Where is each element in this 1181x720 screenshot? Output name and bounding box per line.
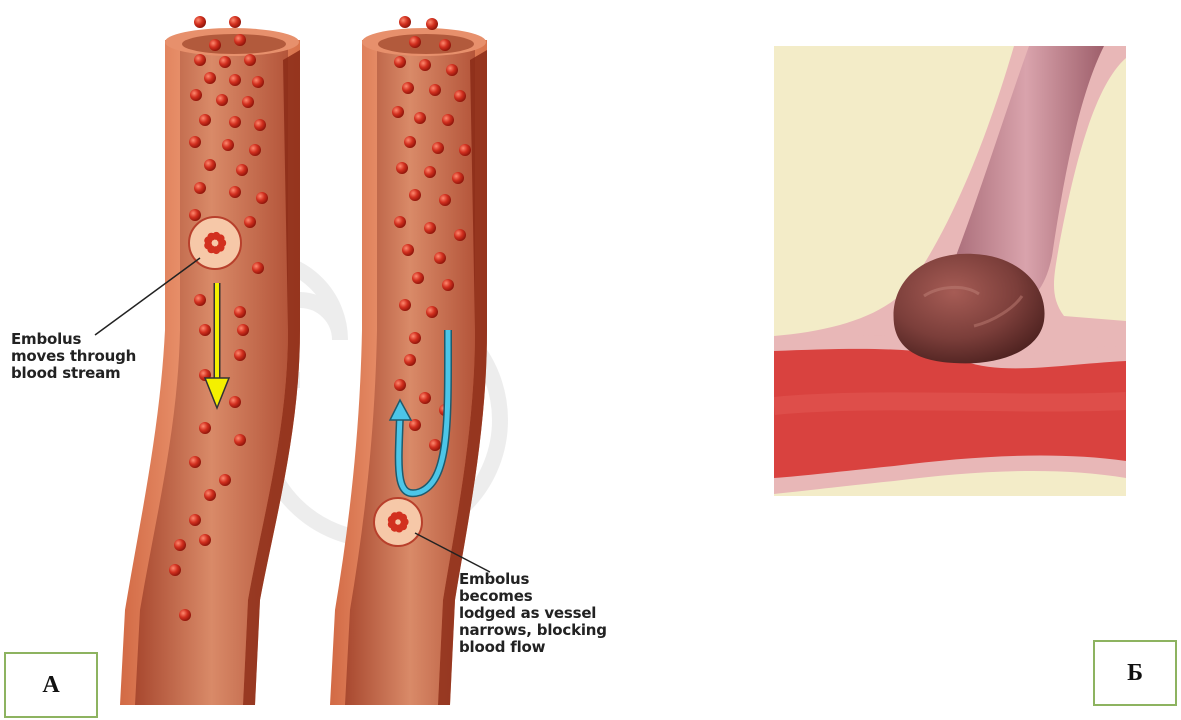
- blood-cell: [194, 16, 206, 28]
- clot-in-vessel-illustration: [774, 46, 1126, 496]
- blood-cell: [229, 116, 241, 128]
- blood-cell: [404, 136, 416, 148]
- blood-cell: [194, 182, 206, 194]
- embolus-cell: [399, 514, 407, 522]
- blood-cell: [189, 136, 201, 148]
- blood-cell: [392, 106, 404, 118]
- blood-cell: [204, 159, 216, 171]
- blood-cell: [179, 609, 191, 621]
- panel-b-label: Б: [1093, 640, 1177, 706]
- blood-cell: [424, 166, 436, 178]
- blood-cell: [199, 114, 211, 126]
- blood-cell: [244, 216, 256, 228]
- blood-cell: [409, 189, 421, 201]
- blood-cell: [409, 36, 421, 48]
- blood-cell: [249, 144, 261, 156]
- blood-cell: [229, 74, 241, 86]
- blood-cell: [402, 244, 414, 256]
- blood-cell: [412, 272, 424, 284]
- blood-cell: [434, 252, 446, 264]
- panel-a-label: А: [4, 652, 98, 718]
- blood-cell: [439, 39, 451, 51]
- blood-cell: [454, 90, 466, 102]
- blood-cell: [439, 194, 451, 206]
- blood-cell: [209, 39, 221, 51]
- blood-cell: [452, 172, 464, 184]
- blood-cell: [402, 82, 414, 94]
- blood-cell: [399, 299, 411, 311]
- blood-cell: [199, 422, 211, 434]
- embolus-lodged: [374, 498, 422, 546]
- caption-embolus-lodged: Embolus becomes lodged as vessel narrows…: [459, 571, 629, 656]
- blood-cell: [446, 64, 458, 76]
- blood-cell: [409, 332, 421, 344]
- blood-cell: [234, 434, 246, 446]
- blood-cell: [216, 94, 228, 106]
- blood-cell: [199, 534, 211, 546]
- blood-cell: [234, 306, 246, 318]
- blood-cell: [429, 84, 441, 96]
- blood-cell: [404, 354, 416, 366]
- blood-cell: [252, 76, 264, 88]
- blood-cell: [424, 222, 436, 234]
- blood-cell: [229, 186, 241, 198]
- blood-cell: [399, 16, 411, 28]
- blood-cell: [432, 142, 444, 154]
- blood-cell: [394, 216, 406, 228]
- blood-cell: [169, 564, 181, 576]
- blood-cell: [219, 56, 231, 68]
- blood-cell: [426, 18, 438, 30]
- blood-cell: [194, 294, 206, 306]
- blood-cell: [190, 89, 202, 101]
- blood-cell: [244, 54, 256, 66]
- blood-cell: [429, 439, 441, 451]
- blood-cell: [394, 379, 406, 391]
- blood-cell: [459, 144, 471, 156]
- blood-cell: [256, 192, 268, 204]
- blood-cell: [189, 514, 201, 526]
- blood-cell: [222, 139, 234, 151]
- blood-cell: [174, 539, 186, 551]
- blood-cell: [237, 324, 249, 336]
- blood-cell: [254, 119, 266, 131]
- blood-cell: [419, 392, 431, 404]
- caption-embolus-moving: Embolus moves through blood stream: [11, 331, 151, 382]
- blood-cell: [204, 489, 216, 501]
- blood-cell: [236, 164, 248, 176]
- blood-cell: [189, 456, 201, 468]
- blood-clot: [894, 254, 1045, 364]
- embolus-cell: [217, 234, 225, 242]
- blood-cell: [229, 16, 241, 28]
- blood-cell: [189, 209, 201, 221]
- blood-cell: [194, 54, 206, 66]
- blood-cell: [442, 114, 454, 126]
- blood-cell: [252, 262, 264, 274]
- blood-cell: [414, 112, 426, 124]
- blood-cell: [199, 324, 211, 336]
- blood-cell: [229, 396, 241, 408]
- blood-cell: [426, 306, 438, 318]
- blood-cell: [219, 474, 231, 486]
- blood-cell: [454, 229, 466, 241]
- blood-cell: [234, 349, 246, 361]
- blood-cell: [442, 279, 454, 291]
- blood-cell: [394, 56, 406, 68]
- blood-cell: [396, 162, 408, 174]
- blood-cell: [204, 72, 216, 84]
- blood-cell: [419, 59, 431, 71]
- blood-cell: [409, 419, 421, 431]
- blood-cell: [234, 34, 246, 46]
- blood-cell: [242, 96, 254, 108]
